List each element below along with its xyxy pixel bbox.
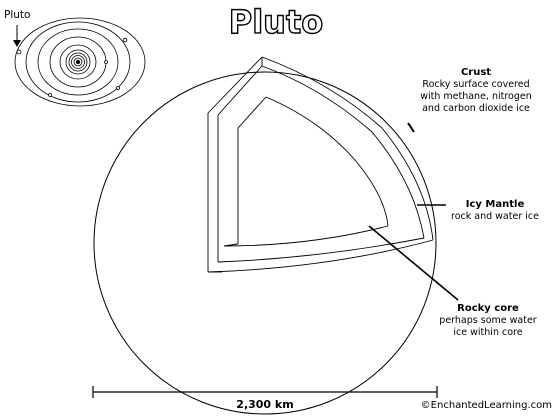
scale-label: 2,300 km bbox=[236, 398, 294, 411]
pluto-sphere-outline bbox=[93, 71, 437, 415]
credit-text: ©EnchantedLearning.com bbox=[420, 400, 552, 411]
core-callout: Rocky core perhaps some water ice within… bbox=[428, 302, 548, 339]
orbit-inset-label: Pluto bbox=[4, 9, 31, 21]
orbit-inset bbox=[14, 17, 146, 107]
core-desc-line: perhaps some water bbox=[439, 315, 537, 326]
crust-inner-edge bbox=[261, 65, 425, 239]
mantle-desc-line: rock and water ice bbox=[451, 211, 539, 222]
pluto-pointer-arrow bbox=[13, 25, 21, 47]
mantle-inner-edge bbox=[265, 96, 389, 227]
cut-face-top-edge bbox=[207, 56, 263, 114]
earth-orbit bbox=[68, 52, 88, 72]
crust-desc-line: Rocky surface covered bbox=[422, 79, 530, 90]
jupiter-orbit bbox=[59, 44, 97, 80]
crust-name: Crust bbox=[460, 67, 492, 78]
crust-inner-bottom bbox=[217, 237, 425, 263]
planet-dot bbox=[104, 60, 108, 64]
pluto-planet-dot bbox=[16, 49, 22, 55]
crust-desc-line: and carbon dioxide ice bbox=[422, 103, 530, 114]
mercury-orbit bbox=[73, 57, 83, 67]
mars-orbit bbox=[65, 49, 91, 75]
core-desc-line: ice within core bbox=[453, 327, 523, 338]
scale-bar bbox=[92, 386, 438, 398]
cut-face-bottom-edge bbox=[207, 239, 434, 273]
crust-cut-diag bbox=[217, 65, 263, 116]
crust-callout: Crust Rocky surface covered with methane… bbox=[406, 66, 546, 115]
planet-dot bbox=[116, 86, 120, 90]
core-leader bbox=[368, 225, 459, 301]
page-title: Pluto bbox=[229, 3, 323, 41]
mantle-callout: Icy Mantle rock and water ice bbox=[440, 198, 550, 223]
crust-desc-line: with methane, nitrogen bbox=[420, 91, 532, 102]
crust-leader bbox=[407, 122, 415, 133]
venus-orbit bbox=[71, 55, 85, 69]
mantle-name: Icy Mantle bbox=[465, 199, 525, 210]
core-name: Rocky core bbox=[457, 303, 519, 314]
neptune-orbit bbox=[25, 21, 131, 103]
core-corner-edge bbox=[223, 243, 239, 247]
mantle-cut-diag bbox=[237, 96, 267, 129]
cutaway-wedge bbox=[207, 56, 434, 273]
planet-dot bbox=[48, 93, 52, 97]
pluto-orbit bbox=[14, 17, 146, 107]
planet-dot bbox=[122, 37, 128, 43]
sun-dot bbox=[75, 59, 81, 65]
mantle-inner-bottom bbox=[223, 225, 389, 247]
uranus-orbit bbox=[37, 28, 119, 96]
